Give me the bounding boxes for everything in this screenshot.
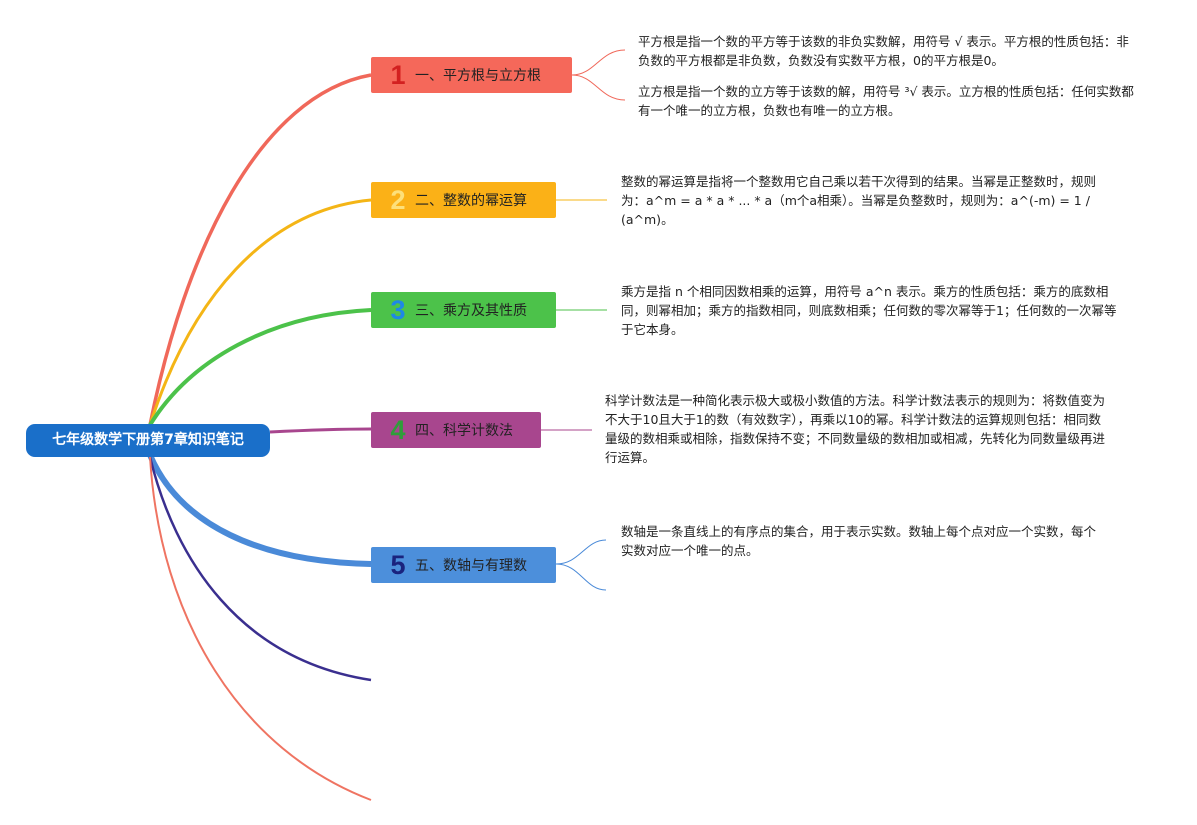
connector-extra-1 [148,456,372,682]
branch-number: 4 [390,415,406,445]
branch-label: 三、乘方及其性质 [415,303,527,319]
branch-number: 1 [390,60,406,90]
branch-2[interactable]: 2 二、整数的幂运算 [371,182,556,218]
root-topic[interactable]: 七年级数学下册第7章知识笔记 [26,424,270,457]
branch-label: 五、数轴与有理数 [415,558,527,574]
branch-number: 2 [390,185,406,215]
connector-extra-2 [149,456,372,801]
connector-branch-5 [147,453,372,567]
note-square-root: 平方根是指一个数的平方等于该数的非负实数解，用符号 √ 表示。平方根的性质包括：… [638,34,1129,68]
branch-label: 四、科学计数法 [415,423,513,439]
note-cube-root: 立方根是指一个数的立方等于该数的解，用符号 ³√ 表示。立方根的性质包括：任何实… [638,84,1134,118]
note-connector-1b [571,74,626,101]
branch-number: 3 [390,295,406,325]
note-connector-5b [555,563,607,591]
note-integer-power: 整数的幂运算是指将一个整数用它自己乘以若干次得到的结果。当幂是正整数时，规则为：… [621,174,1097,227]
note-scientific-notation: 科学计数法是一种简化表示极大或极小数值的方法。科学计数法表示的规则为：将数值变为… [605,393,1106,465]
note-connector-1a [571,49,626,76]
connector-branch-1 [148,73,372,426]
branch-number: 5 [390,550,406,580]
note-exponent-properties: 乘方是指 n 个相同因数相乘的运算，用符号 a^n 表示。乘方的性质包括：乘方的… [621,284,1117,337]
branch-1[interactable]: 1 一、平方根与立方根 [371,57,572,93]
branch-3[interactable]: 3 三、乘方及其性质 [371,292,556,328]
branch-label: 二、整数的幂运算 [415,193,527,209]
note-connector-5a [555,539,607,565]
connector-branch-4 [269,427,372,434]
branch-4[interactable]: 4 四、科学计数法 [371,412,541,448]
branch-5[interactable]: 5 五、数轴与有理数 [371,547,556,583]
note-number-line: 数轴是一条直线上的有序点的集合，用于表示实数。数轴上每个点对应一个实数，每个实数… [621,524,1097,558]
branch-label: 一、平方根与立方根 [415,68,541,84]
connector-branch-2 [148,198,372,426]
connector-branch-3 [148,308,372,427]
